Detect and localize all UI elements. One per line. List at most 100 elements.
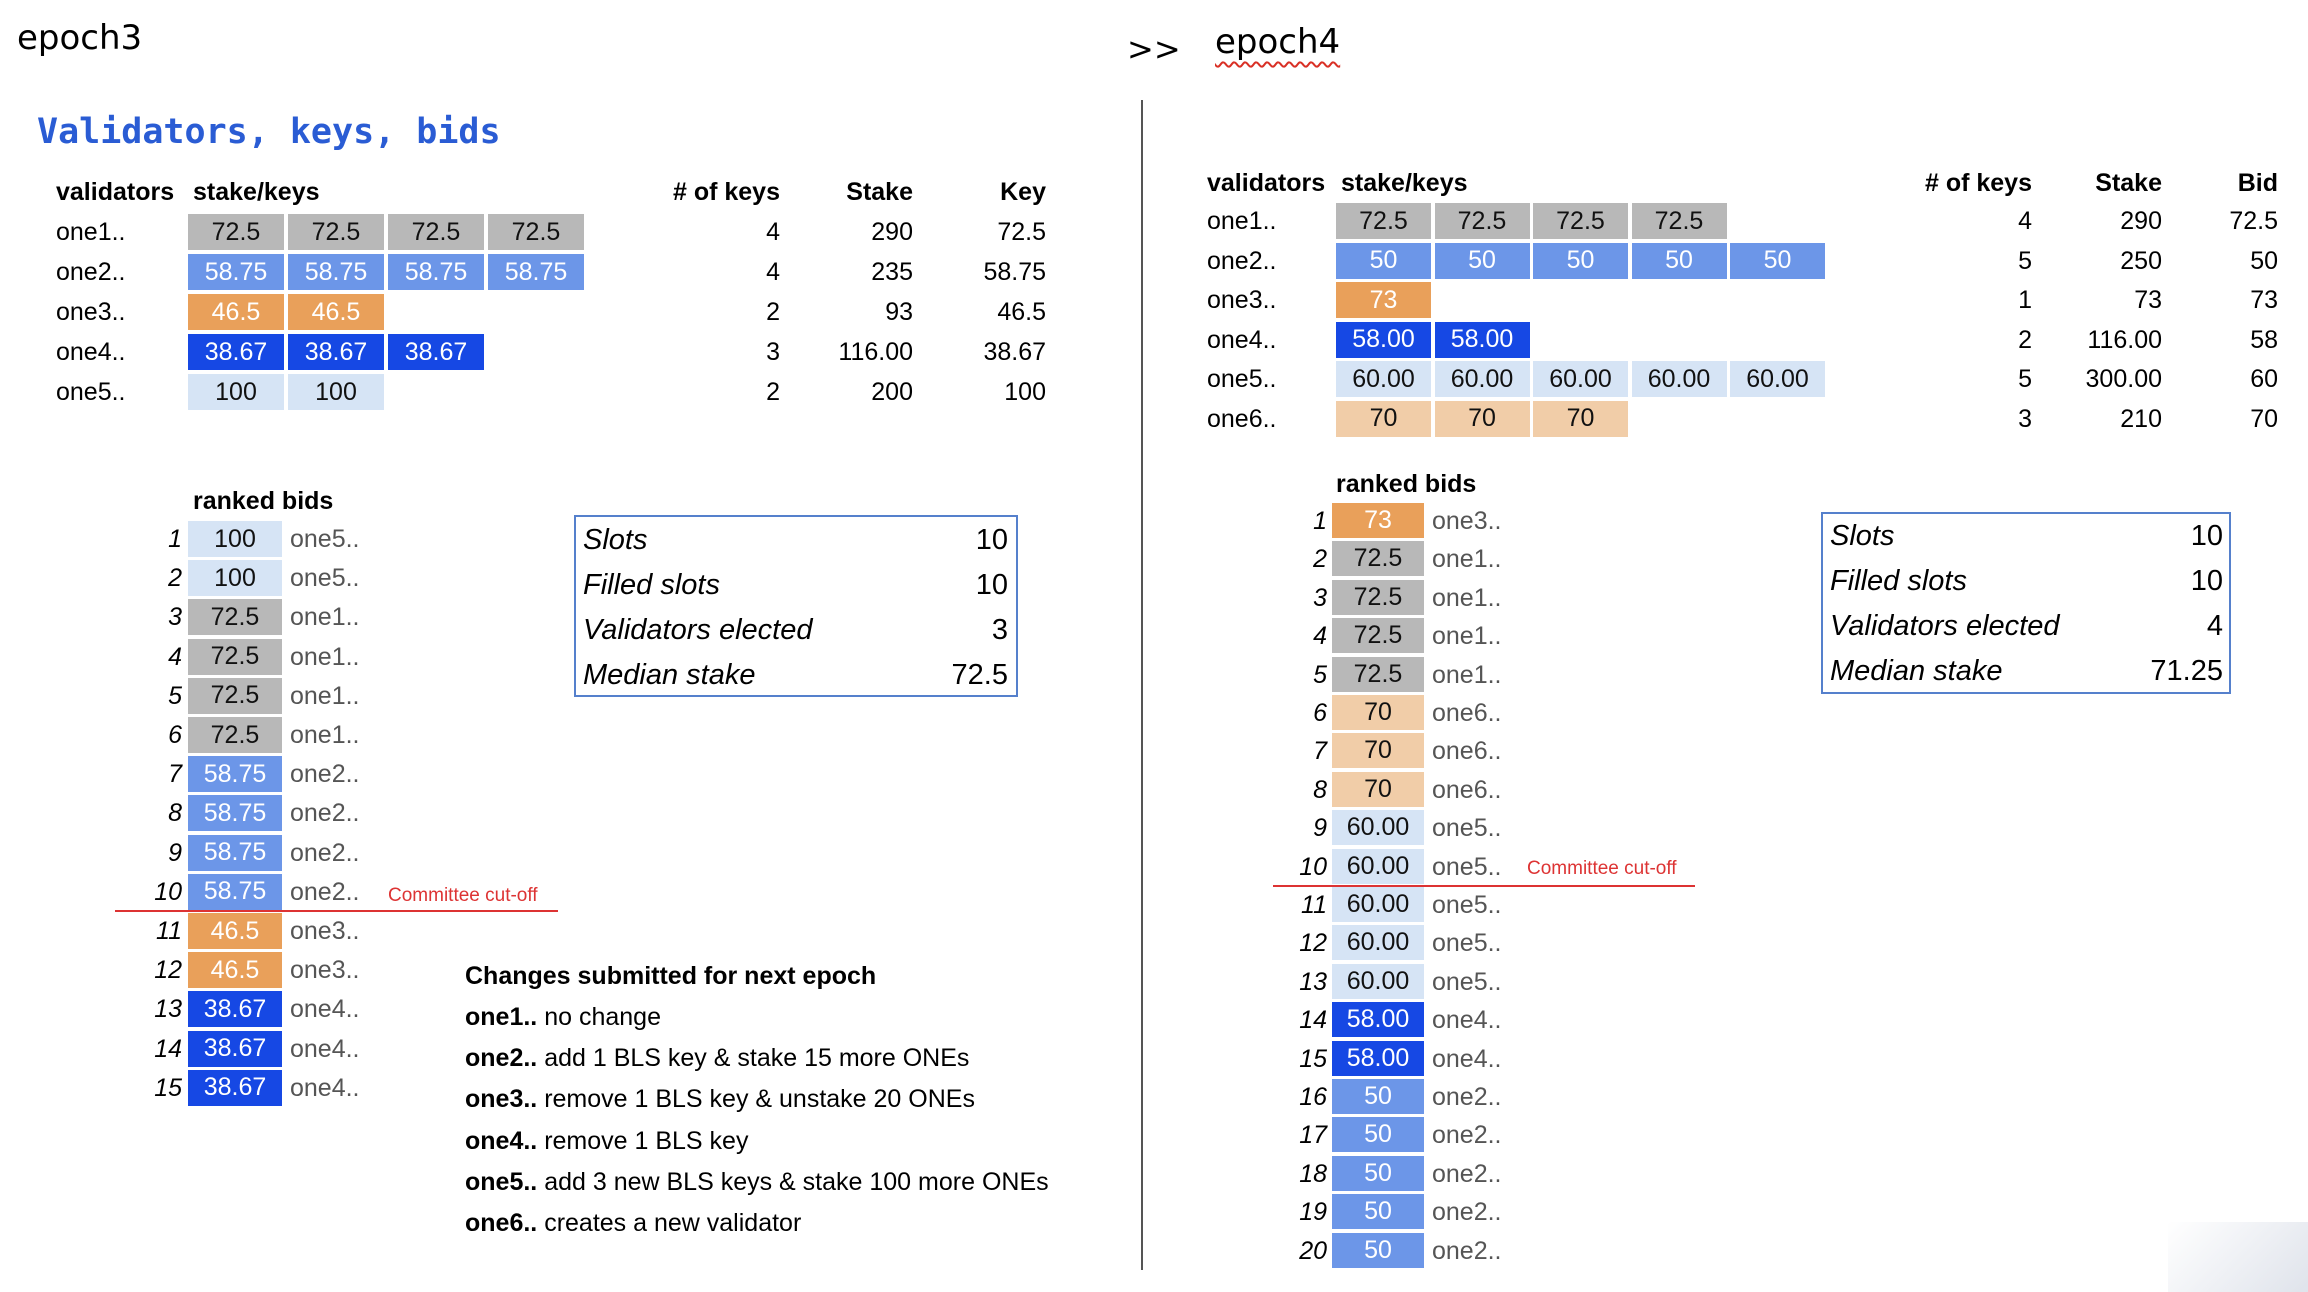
ranked-validator-name: one5..	[1432, 929, 1502, 958]
rank-number: 10	[1299, 852, 1327, 881]
stake-key-cell: 50	[1631, 242, 1727, 279]
ranked-bid-cell: 38.67	[188, 1030, 282, 1067]
ranked-bid-cell: 60.00	[1332, 848, 1424, 884]
ranked-bid-cell: 72.5	[1332, 618, 1424, 654]
num-keys-value: 2	[766, 378, 780, 406]
rank-number: 15	[1299, 1044, 1327, 1073]
ranked-bid-cell: 58.00	[1332, 1040, 1424, 1076]
change-item: one4.. remove 1 BLS key	[465, 1127, 748, 1156]
ranked-bid-cell: 50	[1332, 1155, 1424, 1191]
ranked-bid-cell: 70	[1332, 771, 1424, 807]
stake-value: 200	[871, 378, 913, 406]
stake-key-cell: 60.00	[1336, 361, 1431, 397]
bid-value: 73	[2250, 286, 2278, 314]
ranked-validator-name: one5..	[1432, 852, 1502, 881]
ranked-bid-cell: 50	[1332, 1194, 1424, 1230]
bid-value: 70	[2250, 404, 2278, 433]
validator-name: one1..	[56, 218, 126, 246]
ranked-validator-name: one1..	[1432, 660, 1502, 689]
rank-number: 8	[168, 799, 182, 828]
ranked-bid-cell: 58.75	[188, 795, 282, 832]
stake-value: 210	[2120, 404, 2162, 433]
stake-value: 116.00	[2087, 325, 2162, 354]
summary-label: Slots	[583, 524, 648, 556]
ranked-bids-title: ranked bids	[1336, 470, 1477, 498]
change-item: one1.. no change	[465, 1003, 661, 1032]
stake-value: 73	[2134, 286, 2162, 314]
stake-key-cell: 72.5	[288, 214, 384, 250]
ranked-bid-cell: 60.00	[1332, 925, 1424, 961]
rank-number: 14	[154, 1034, 182, 1063]
ranked-validator-name: one2..	[290, 799, 360, 828]
stake-key-cell: 60.00	[1533, 361, 1628, 397]
ranked-validator-name: one2..	[1432, 1121, 1502, 1150]
stake-key-cell: 58.75	[488, 254, 584, 290]
validator-name: one1..	[1207, 207, 1277, 235]
ranked-validator-name: one1..	[290, 721, 360, 749]
stake-key-cell: 100	[288, 374, 384, 410]
ranked-validator-name: one1..	[1432, 545, 1502, 574]
summary-value: 10	[2190, 520, 2223, 552]
change-validator-name: one6..	[465, 1209, 538, 1237]
bid-value: 72.5	[2229, 207, 2278, 235]
stake-value: 250	[2120, 246, 2162, 275]
change-description: remove 1 BLS key	[537, 1126, 749, 1155]
stake-key-cell: 72.5	[1533, 203, 1628, 239]
ranked-validator-name: one2..	[1432, 1159, 1502, 1188]
summary-value: 10	[2190, 565, 2223, 597]
ranked-validator-name: one3..	[1432, 507, 1502, 535]
header-stake-keys: stake/keys	[193, 178, 320, 206]
summary-box	[1821, 512, 2231, 694]
summary-label: Median stake	[1830, 655, 2003, 687]
summary-value: 10	[975, 524, 1008, 556]
ranked-validator-name: one3..	[290, 956, 360, 985]
ranked-bid-cell: 72.5	[1332, 656, 1424, 692]
rank-number: 19	[1299, 1198, 1327, 1227]
stake-key-cell: 72.5	[1631, 203, 1727, 239]
stake-key-cell: 60.00	[1730, 361, 1825, 397]
num-keys-value: 3	[2018, 404, 2032, 433]
header-bid: Bid	[2237, 169, 2278, 197]
committee-cutoff-label: Committee cut-off	[388, 885, 538, 906]
stake-key-cell: 73	[1336, 282, 1431, 318]
epoch3-label: epoch3	[17, 18, 143, 58]
ranked-validator-name: one2..	[1432, 1236, 1502, 1265]
rank-number: 3	[1313, 583, 1327, 612]
header-validators: validators	[56, 178, 175, 206]
stake-key-cell: 58.00	[1336, 321, 1431, 358]
stake-key-cell: 72.5	[488, 214, 584, 250]
key-value: 38.67	[983, 338, 1046, 366]
change-item: one6.. creates a new validator	[465, 1209, 801, 1238]
ranked-bid-cell: 58.75	[188, 873, 282, 910]
ranked-validator-name: one1..	[290, 681, 360, 710]
change-description: remove 1 BLS key & unstake 20 ONEs	[537, 1085, 975, 1114]
stake-key-cell: 38.67	[288, 334, 384, 370]
key-value: 46.5	[997, 298, 1046, 326]
validator-name: one6..	[1207, 404, 1277, 433]
ranked-bid-cell: 50	[1332, 1117, 1424, 1153]
stake-key-cell: 72.5	[1434, 203, 1530, 239]
validator-name: one5..	[56, 378, 126, 406]
summary-value: 4	[2206, 610, 2223, 642]
ranked-bid-cell: 72.5	[188, 677, 282, 714]
rank-number: 4	[168, 642, 182, 671]
stake-key-cell: 58.75	[188, 254, 284, 290]
committee-cutoff-label: Committee cut-off	[1527, 858, 1677, 879]
rank-number: 1	[168, 525, 182, 553]
rank-number: 13	[1299, 967, 1327, 996]
rank-number: 5	[168, 681, 182, 710]
num-keys-value: 5	[2018, 365, 2032, 393]
stake-key-cell: 70	[1533, 400, 1628, 437]
rank-number: 12	[1299, 929, 1327, 958]
rank-number: 9	[1313, 814, 1327, 843]
ranked-bid-cell: 72.5	[188, 599, 282, 636]
rank-number: 11	[156, 917, 182, 945]
ranked-validator-name: one4..	[290, 1034, 360, 1063]
stake-key-cell: 70	[1434, 400, 1530, 437]
bid-value: 58	[2250, 325, 2278, 354]
ranked-validator-name: one4..	[1432, 1006, 1502, 1035]
ranked-validator-name: one1..	[1432, 583, 1502, 612]
stake-key-cell: 38.67	[188, 334, 284, 370]
rank-number: 13	[154, 995, 182, 1024]
ranked-validator-name: one4..	[1432, 1044, 1502, 1073]
